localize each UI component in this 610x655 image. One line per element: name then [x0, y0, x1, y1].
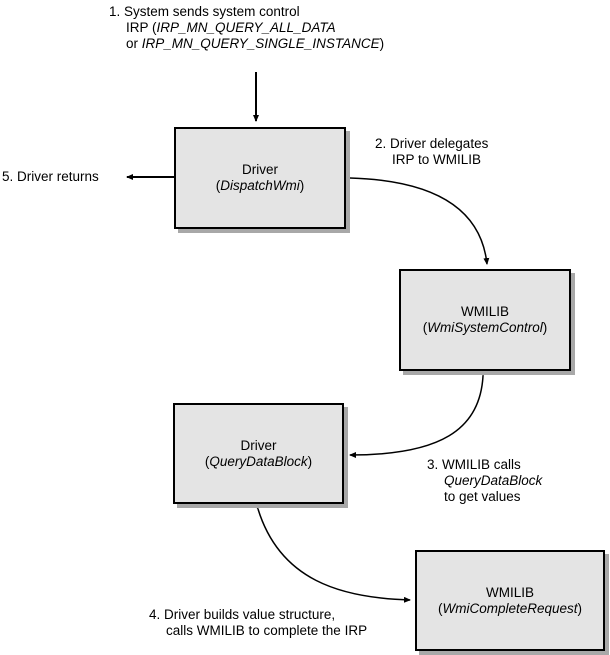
paren: ) — [307, 453, 313, 469]
box-wmilib-wmicompleterequest: WMILIB (WmiCompleteRequest) — [415, 550, 605, 651]
step-text: System sends system control — [124, 4, 300, 19]
step3-label: 3. WMILIB calls QueryDataBlock to get va… — [427, 457, 542, 505]
step-number: 4. — [149, 607, 161, 622]
box-routine: (WmiCompleteRequest) — [438, 601, 582, 617]
arrow-driver-to-completerequest — [253, 502, 411, 603]
step-text: Driver delegates — [390, 136, 489, 151]
box-title: Driver — [242, 162, 278, 177]
routine-name: WmiCompleteRequest — [442, 600, 578, 616]
box-title: WMILIB — [460, 304, 509, 319]
step-text: to get values — [444, 489, 521, 504]
step-text: Driver returns — [17, 169, 99, 184]
box-routine: (QueryDataBlock) — [205, 454, 312, 470]
paren: ( — [422, 320, 428, 335]
paren: ( — [437, 600, 443, 616]
box-routine: (DispatchWmi) — [216, 178, 305, 194]
paren: ) — [299, 178, 305, 193]
step4-label: 4. Driver builds value structure, calls … — [149, 607, 367, 639]
irp-minor-code: IRP_MN_QUERY_SINGLE_INSTANCE — [141, 36, 380, 51]
step-text: IRP ( — [126, 20, 157, 35]
routine-name: DispatchWmi — [220, 178, 300, 193]
box-title: WMILIB — [485, 584, 534, 600]
irp-minor-code: IRP_MN_QUERY_ALL_DATA — [156, 20, 336, 35]
box-routine: (WmiSystemControl) — [423, 320, 548, 336]
step-text: Driver builds value structure, — [164, 607, 336, 622]
arrow-driver-to-wmilib — [343, 174, 490, 265]
step-text: ) — [379, 36, 385, 51]
paren: ( — [215, 178, 221, 193]
routine-name: WmiSystemControl — [427, 320, 543, 335]
step1-label: 1. System sends system control IRP (IRP_… — [109, 4, 384, 52]
step-text: IRP to WMILIB — [392, 152, 482, 167]
step-number: 5. — [2, 169, 14, 184]
paren: ) — [577, 600, 583, 616]
box-title: Driver — [240, 437, 277, 453]
routine-name: QueryDataBlock — [444, 473, 543, 488]
step-text: calls WMILIB to complete the IRP — [166, 623, 368, 638]
step-number: 2. — [375, 136, 387, 151]
step5-label: 5. Driver returns — [2, 169, 99, 185]
step-text: or — [126, 36, 142, 51]
step-number: 3. — [427, 457, 439, 472]
paren: ( — [204, 453, 210, 469]
arrow-wmilib-to-querydatablock — [349, 369, 487, 458]
step-text: WMILIB calls — [442, 457, 521, 472]
box-driver-dispatchwmi: Driver (DispatchWmi) — [174, 127, 346, 229]
step-number: 1. — [109, 4, 121, 19]
box-wmilib-wmisystemcontrol: WMILIB (WmiSystemControl) — [399, 269, 571, 371]
paren: ) — [542, 320, 548, 335]
routine-name: QueryDataBlock — [209, 453, 308, 469]
step2-label: 2. Driver delegates IRP to WMILIB — [375, 136, 488, 168]
box-driver-querydatablock: Driver (QueryDataBlock) — [173, 403, 344, 504]
